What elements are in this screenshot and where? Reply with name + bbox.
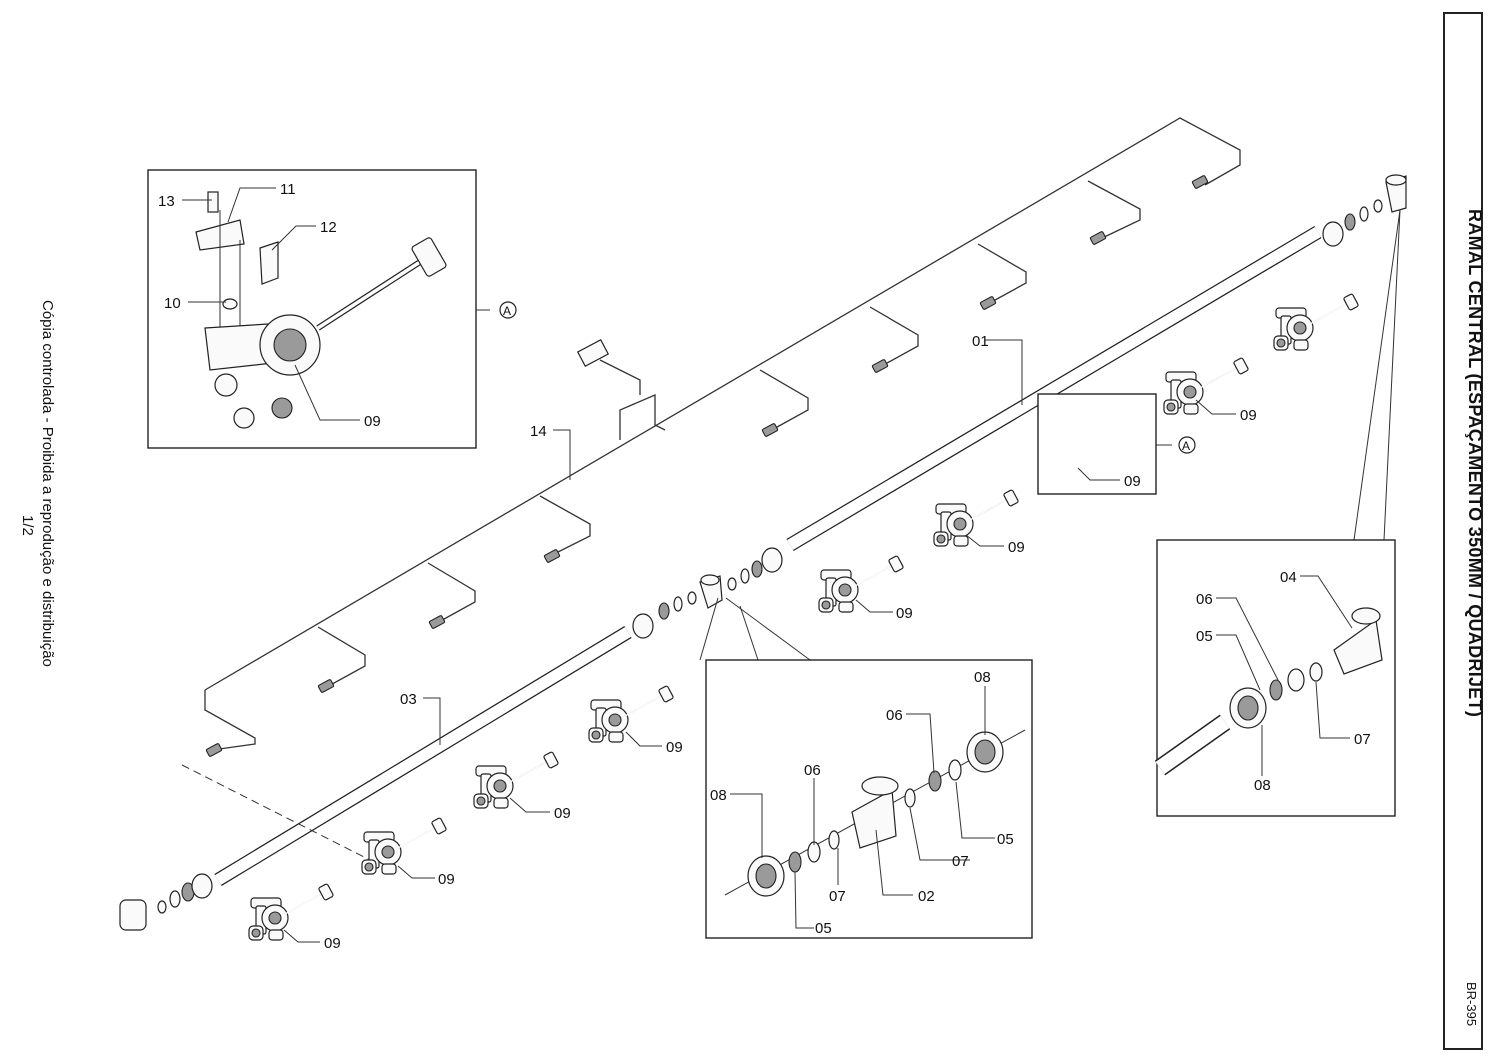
callout-06-elbow: 06 — [1196, 591, 1213, 608]
callout-08-tee-right: 08 — [974, 669, 991, 686]
callout-07-elbow: 07 — [1354, 731, 1371, 748]
callout-02: 02 — [918, 888, 935, 905]
svg-text:A: A — [1182, 439, 1190, 453]
callout-05-tee-left: 05 — [815, 920, 832, 937]
callout-10: 10 — [164, 295, 181, 312]
wiring-harness — [204, 117, 1241, 758]
callout-06-tee-left: 06 — [804, 762, 821, 779]
callout-06-tee-right: 06 — [886, 707, 903, 724]
callout-09-valve-4: 09 — [666, 739, 683, 756]
callout-09-small-box: 09 — [1124, 473, 1141, 490]
callout-01: 01 — [972, 333, 989, 350]
svg-text:A: A — [503, 304, 511, 318]
leader-lines — [182, 187, 1353, 943]
detail-a-frame-small — [1037, 393, 1172, 495]
callout-05-elbow: 05 — [1196, 628, 1213, 645]
callout-09-valve-2: 09 — [438, 871, 455, 888]
callout-07-tee-left: 07 — [829, 888, 846, 905]
callout-08-elbow: 08 — [1254, 777, 1271, 794]
detail-a-panel — [147, 169, 490, 449]
callout-03: 03 — [400, 691, 417, 708]
harness-connector-main — [576, 339, 610, 367]
reference-dashed-line — [181, 764, 371, 861]
callout-11: 11 — [280, 181, 296, 198]
callout-12: 12 — [320, 219, 337, 236]
tee-detail-panel — [699, 597, 1033, 939]
callout-09-valve-8: 09 — [1240, 407, 1257, 424]
end-elbow-left — [119, 899, 147, 931]
callout-05-tee-right: 05 — [997, 831, 1014, 848]
callout-09-valve-3: 09 — [554, 805, 571, 822]
boom-pipe — [119, 174, 1407, 931]
callout-09-valve-1: 09 — [324, 935, 341, 952]
union-nut — [632, 613, 654, 639]
callout-08-tee-left: 08 — [710, 787, 727, 804]
callout-04: 04 — [1280, 569, 1297, 586]
callout-09-detail-a: 09 — [364, 413, 381, 430]
callout-07-tee-right: 07 — [952, 853, 969, 870]
callout-09-valve-6: 09 — [1008, 539, 1025, 556]
detail-a-marker-center: A — [1178, 436, 1196, 454]
title-block: RAMAL CENTRAL (ESPAÇAMENTO 350MM / QUADR… — [1443, 12, 1485, 1050]
detail-a-marker-top: A — [499, 301, 517, 319]
callout-14: 14 — [530, 423, 547, 440]
callout-09-valve-5: 09 — [896, 605, 913, 622]
elbow-detail-panel — [1154, 209, 1401, 817]
callout-13: 13 — [158, 193, 175, 210]
